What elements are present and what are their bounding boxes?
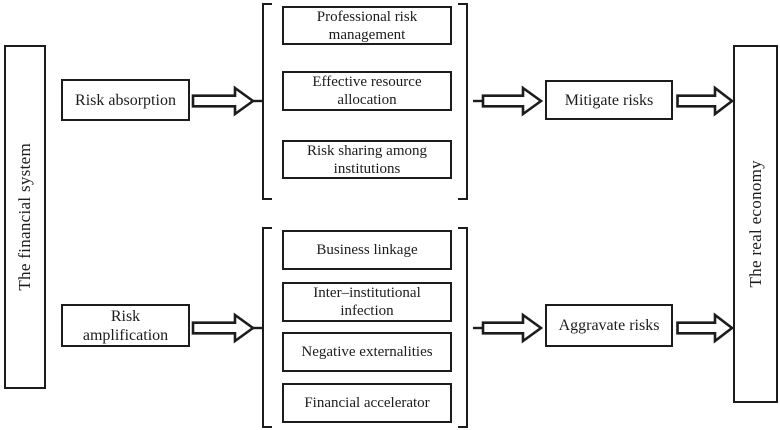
risk-amplification-label: Risk amplification xyxy=(82,307,169,344)
mechanism-label: Negative externalities xyxy=(301,344,433,360)
real-economy-label: The real economy xyxy=(745,160,765,288)
mechanism-box-financial-accelerator: Financial accelerator xyxy=(282,383,452,423)
mechanism-label: Professional risk management xyxy=(316,8,418,43)
aggravate-risks-label: Aggravate risks xyxy=(558,317,660,334)
bottom-group-bracket-left xyxy=(262,227,272,428)
real-economy-box: The real economy xyxy=(733,45,778,403)
bottom-group-bracket-right xyxy=(458,227,468,428)
risk-absorption-label: Risk absorption xyxy=(75,91,176,109)
risk-amplification-box: Risk amplification xyxy=(61,304,190,347)
mechanism-label: Inter–institutional infection xyxy=(313,285,421,319)
mechanism-label: Effective resource allocation xyxy=(312,74,422,108)
top-group-bracket-right xyxy=(458,3,468,200)
mitigate-risks-box: Mitigate risks xyxy=(545,80,673,120)
mechanism-box-professional-risk-management: Professional risk management xyxy=(282,6,452,45)
mechanism-box-effective-resource-allocation: Effective resource allocation xyxy=(282,71,452,111)
aggravate-risks-box: Aggravate risks xyxy=(545,304,673,347)
mechanism-box-risk-sharing-among-institutions: Risk sharing among institutions xyxy=(282,140,452,179)
financial-system-label: The financial system xyxy=(15,143,34,291)
mechanism-label: Financial accelerator xyxy=(304,395,430,411)
risk-absorption-box: Risk absorption xyxy=(61,79,190,121)
financial-system-box: The financial system xyxy=(4,45,46,389)
mechanism-box-negative-externalities: Negative externalities xyxy=(282,332,452,372)
top-group-bracket-left xyxy=(262,3,272,200)
block-arrow-right-icon xyxy=(473,312,543,344)
mechanism-label: Risk sharing among institutions xyxy=(307,142,427,177)
block-arrow-right-icon xyxy=(191,85,263,117)
block-arrow-right-icon xyxy=(473,85,543,117)
block-arrow-right-icon xyxy=(676,312,734,344)
block-arrow-right-icon xyxy=(191,312,263,344)
block-arrow-right-icon xyxy=(676,85,734,117)
mechanism-label: Business linkage xyxy=(316,242,418,258)
mitigate-risks-label: Mitigate risks xyxy=(564,91,654,109)
mechanism-box-inter-institutional-infection: Inter–institutional infection xyxy=(282,282,452,322)
mechanism-box-business-linkage: Business linkage xyxy=(282,230,452,270)
